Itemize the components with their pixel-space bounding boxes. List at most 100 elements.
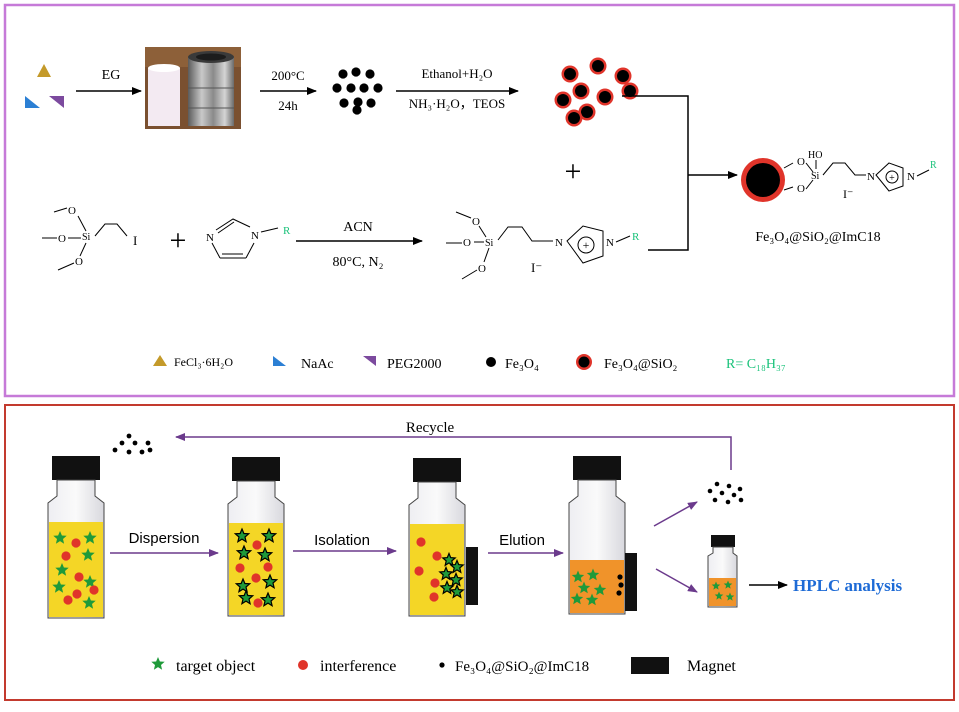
interference-dot bbox=[432, 551, 442, 561]
recovered-particle bbox=[737, 486, 743, 492]
vial-elution bbox=[568, 456, 637, 615]
fe3o4-particle bbox=[332, 83, 342, 93]
target-star bbox=[723, 580, 733, 589]
vial-cap-2 bbox=[232, 457, 280, 481]
target-star bbox=[714, 591, 724, 600]
legend-magnet-icon bbox=[631, 657, 669, 674]
iodide-counterion: I⁻ bbox=[531, 260, 542, 275]
fe3o4-particle bbox=[373, 83, 383, 93]
svg-text:N: N bbox=[907, 171, 915, 183]
svg-text:R: R bbox=[930, 160, 937, 171]
elution-label: Elution bbox=[499, 532, 545, 549]
target-star bbox=[448, 571, 464, 587]
target-star bbox=[585, 593, 599, 606]
legend-r-def: R= C₁₈H₃₇ bbox=[726, 357, 786, 372]
extract-arrow bbox=[655, 568, 698, 593]
legend-interference-icon bbox=[298, 660, 308, 670]
svg-text:Si: Si bbox=[811, 171, 820, 182]
interference-dot bbox=[253, 598, 263, 608]
reaction-temp-label: 80°C, N₂ bbox=[333, 255, 384, 270]
plus-sign-2: + bbox=[170, 224, 187, 257]
svg-text:R: R bbox=[283, 225, 291, 237]
target-star bbox=[571, 570, 585, 583]
isolation-label: Isolation bbox=[314, 532, 370, 549]
target-star bbox=[55, 563, 69, 576]
recycle-arrow bbox=[175, 433, 732, 470]
coated-particle-core bbox=[568, 112, 580, 124]
fe3o4-particle bbox=[353, 97, 363, 107]
legend-fecl3-icon bbox=[153, 355, 167, 366]
legend-naac-label: NaAc bbox=[301, 357, 334, 372]
target-star bbox=[593, 583, 607, 596]
svg-text:N: N bbox=[251, 230, 259, 242]
product-iodide: I⁻ bbox=[843, 187, 853, 201]
svg-text:O: O bbox=[463, 237, 471, 249]
target-star bbox=[259, 591, 277, 607]
coated-particle-core bbox=[564, 68, 576, 80]
svg-text:Si: Si bbox=[82, 232, 91, 243]
target-star bbox=[151, 657, 165, 670]
interference-dot bbox=[61, 551, 71, 561]
svg-text:O: O bbox=[68, 205, 76, 217]
recycled-particle bbox=[119, 440, 125, 446]
vial3-contents bbox=[414, 537, 465, 602]
interference-dot bbox=[235, 563, 245, 573]
recycled-particle bbox=[147, 447, 153, 453]
target-star bbox=[711, 581, 721, 590]
fe3o4-particle bbox=[346, 83, 356, 93]
imidazole-structure: N N R bbox=[206, 218, 291, 259]
target-star bbox=[52, 580, 66, 593]
vial-cap bbox=[52, 456, 100, 480]
target-star bbox=[260, 527, 278, 543]
legend-target-icon bbox=[151, 657, 165, 670]
recovered-particle bbox=[726, 483, 732, 489]
autoclave-photo bbox=[145, 47, 241, 129]
target-star bbox=[83, 575, 97, 588]
vial2-contents bbox=[233, 527, 279, 608]
fe3o4-particle bbox=[339, 98, 349, 108]
interference-dot bbox=[74, 572, 84, 582]
legend-fe3o4-label: Fe₃O₄ bbox=[505, 357, 539, 372]
fe3o4-particle bbox=[352, 105, 362, 115]
recycled-particle bbox=[112, 447, 118, 453]
target-star bbox=[725, 592, 735, 601]
iodo-silane-structure: Si O O O I bbox=[42, 205, 137, 271]
recovered-particles bbox=[707, 481, 744, 505]
svg-text:N: N bbox=[555, 237, 563, 249]
interference-dot bbox=[89, 585, 99, 595]
recovered-particle bbox=[714, 481, 720, 487]
svg-text:N: N bbox=[206, 232, 214, 244]
recycled-particles bbox=[112, 433, 153, 455]
interference-dot bbox=[430, 578, 440, 588]
svg-text:O: O bbox=[797, 183, 805, 195]
svg-text:Si: Si bbox=[485, 238, 494, 249]
coated-particle-core bbox=[581, 106, 593, 118]
target-star bbox=[81, 548, 95, 561]
target-star bbox=[235, 544, 253, 560]
vial-extract bbox=[707, 535, 738, 608]
coated-particle-core bbox=[617, 70, 629, 82]
magnet-block bbox=[466, 547, 478, 605]
target-star bbox=[570, 592, 584, 605]
temp-label: 200°C bbox=[271, 68, 304, 83]
svg-text:O: O bbox=[797, 156, 805, 168]
legend-fecl3-label: FeCl₃·6H₂O bbox=[174, 355, 233, 369]
vial-cap-3 bbox=[413, 458, 461, 482]
svg-text:HO: HO bbox=[808, 150, 822, 161]
time-label: 24h bbox=[278, 98, 298, 113]
legend-sorbent-icon bbox=[439, 662, 445, 668]
vial4-contents bbox=[570, 568, 607, 606]
svg-text:O: O bbox=[58, 233, 66, 245]
legend-magnet-label: Magnet bbox=[687, 658, 736, 675]
svg-text:O: O bbox=[478, 263, 486, 275]
fe3o4-particles bbox=[332, 67, 383, 115]
recovered-particle bbox=[738, 497, 744, 503]
recycled-particle bbox=[126, 433, 132, 439]
fe3o4-particle bbox=[351, 67, 361, 77]
legend-peg-label: PEG2000 bbox=[387, 357, 441, 372]
interference-dot bbox=[71, 538, 81, 548]
ionic-liquid-silane: O Si O O N + N R I⁻ bbox=[446, 211, 640, 280]
recovered-particle bbox=[712, 497, 718, 503]
target-star bbox=[449, 583, 465, 599]
